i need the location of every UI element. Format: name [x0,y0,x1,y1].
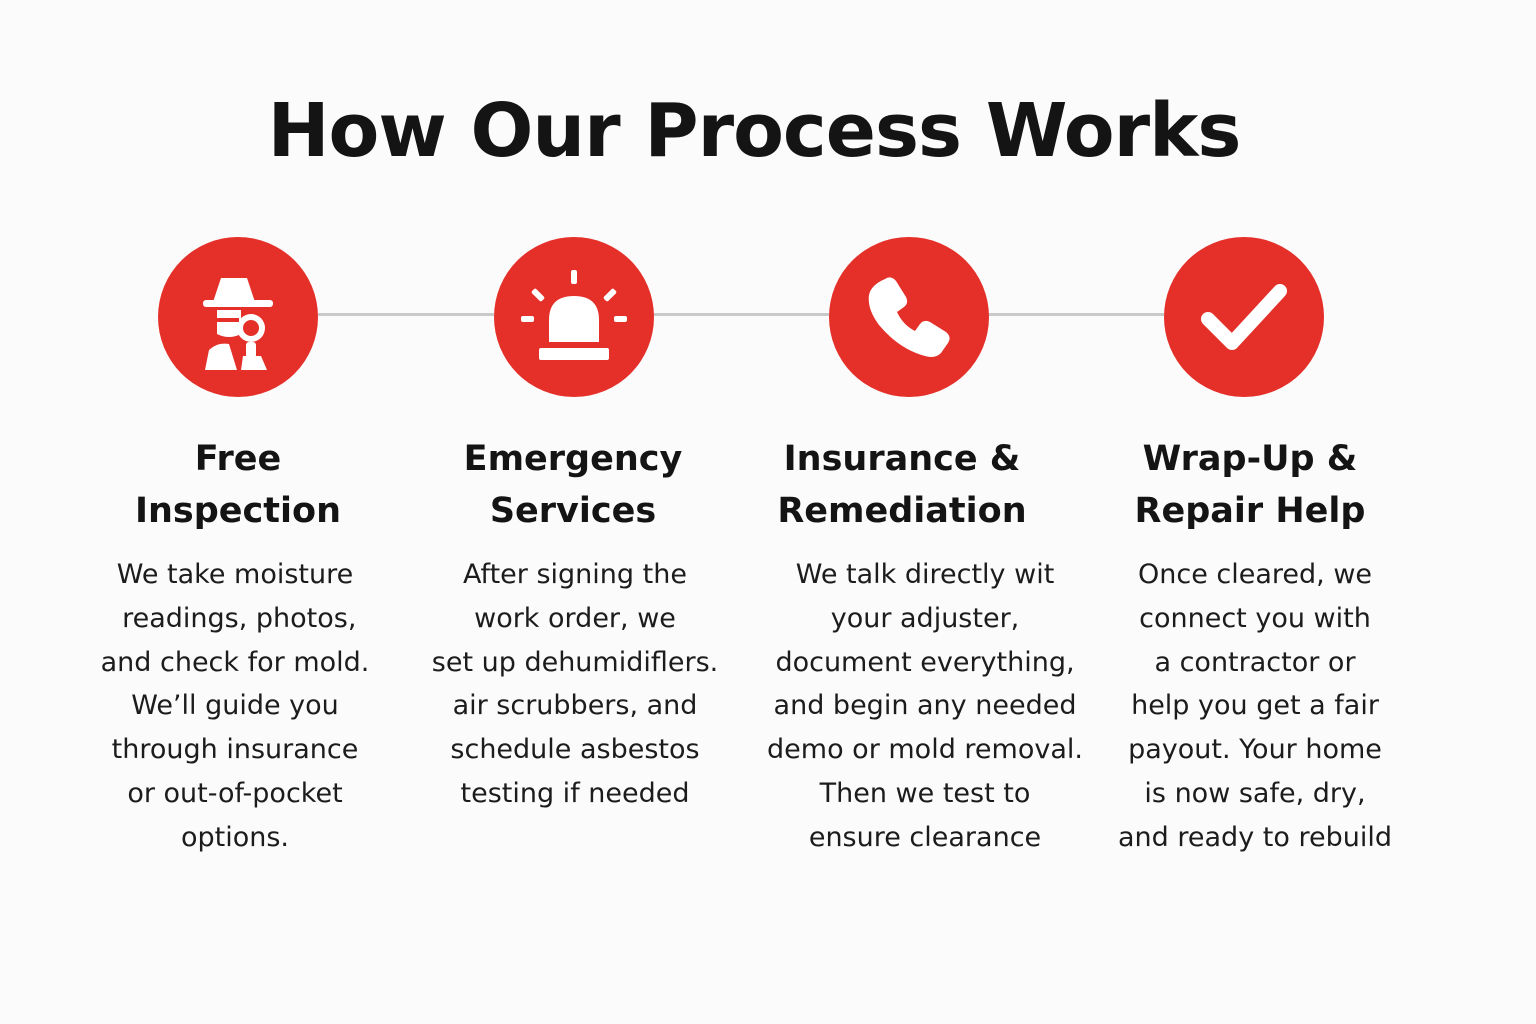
step-2-description: After signing the work order, we set up … [431,559,719,809]
checkmark-icon [1201,284,1287,350]
step-2-title: Emergency Services [463,439,683,531]
step-2-badge [494,237,654,397]
inspector-icon [203,278,273,370]
step-connector [653,313,829,316]
step-connector [318,313,494,316]
step-4-badge [1164,237,1324,397]
step-1-title: Free Inspection [134,439,341,531]
phone-icon [868,277,950,357]
step-3-description: We talk directly wit your adjuster, docu… [767,559,1083,853]
step-3-badge [829,237,989,397]
step-1-description: We take moisture readings, photos, and c… [100,559,370,853]
page-title: How Our Process Works [267,88,1242,174]
step-4-description: Once cleared, we connect you with a cont… [1118,559,1392,853]
siren-icon [521,270,627,360]
step-connector [988,313,1164,316]
step-1-badge [158,237,318,397]
step-3-title: Insurance & Remediation [777,439,1027,531]
step-4-title: Wrap-Up & Repair Help [1134,439,1366,531]
